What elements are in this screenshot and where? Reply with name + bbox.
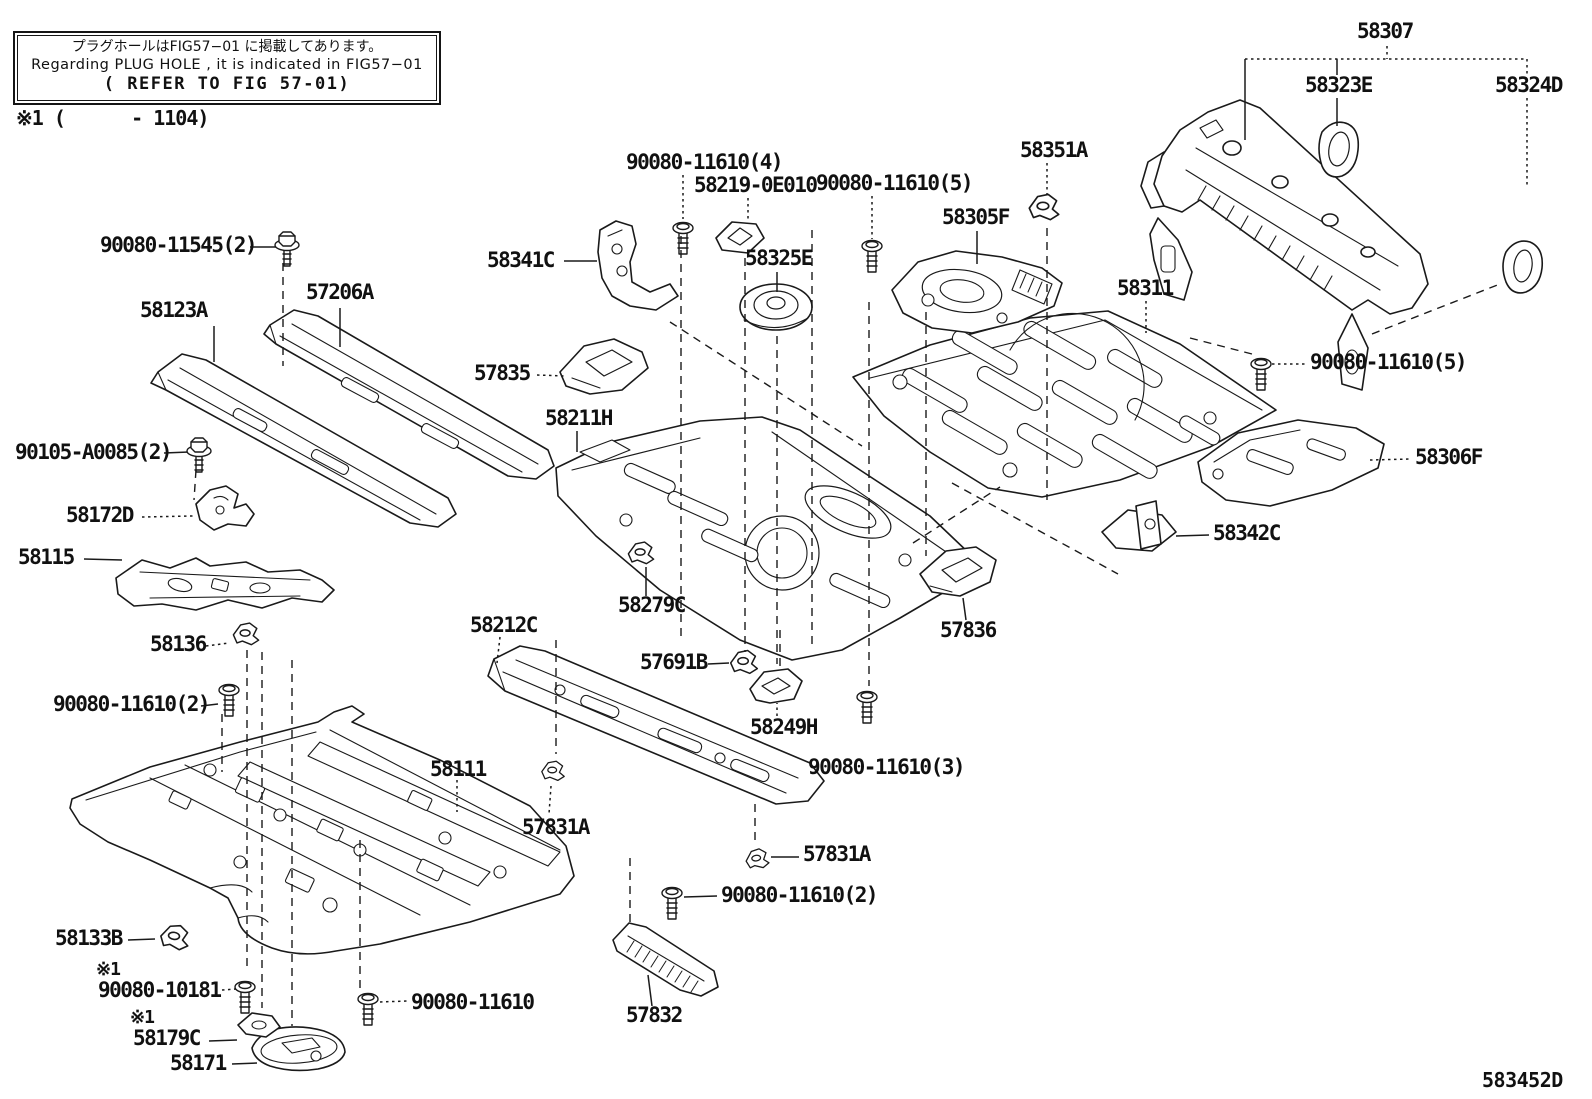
- bolt-icon: [661, 886, 683, 920]
- part-drawing-58172D-bracket: [195, 485, 255, 531]
- part-label-note1a[interactable]: ※1: [96, 959, 121, 980]
- part-label-58219-0E010[interactable]: 58219-0E010: [694, 173, 818, 197]
- part-label-58133B[interactable]: 58133B: [55, 926, 123, 950]
- bolt-icon: [1250, 357, 1272, 391]
- note-line-refer: ( REFER TO FIG 57-01): [103, 74, 351, 94]
- part-label-90080-11610-4[interactable]: 90080-11610(4): [626, 150, 784, 174]
- part-label-58306F[interactable]: 58306F: [1415, 445, 1483, 469]
- bolt-icon: [672, 221, 694, 255]
- part-label-90080-11610-3[interactable]: 90080-11610(3): [808, 755, 966, 779]
- note-line-english: Regarding PLUG HOLE , it is indicated in…: [31, 57, 423, 73]
- part-drawing-58324D-gasket: [1502, 240, 1544, 294]
- part-label-58211H[interactable]: 58211H: [545, 406, 613, 430]
- part-drawing-58325E-plug: [739, 283, 813, 331]
- callout-leader-lines: [83, 59, 1338, 1065]
- part-drawing-58341C-bracket: [597, 220, 679, 311]
- bolt-icon: [186, 437, 212, 473]
- part-drawing-57832-reinforcement: [612, 922, 719, 997]
- part-label-90080-11610-5a[interactable]: 90080-11610(5): [816, 171, 974, 195]
- part-label-58323E[interactable]: 58323E: [1305, 73, 1373, 97]
- figure-code: 583452D: [1482, 1068, 1563, 1092]
- part-drawing-58123A-crossmember: [150, 353, 457, 528]
- part-label-58342C[interactable]: 58342C: [1213, 521, 1281, 545]
- part-label-90105-A0085[interactable]: 90105-A0085(2): [15, 440, 173, 464]
- part-label-58324D[interactable]: 58324D: [1495, 73, 1563, 97]
- part-drawing-58311-rear-floor-pan: [852, 310, 1277, 498]
- part-drawing-58111-front-floor-pan: [69, 705, 575, 955]
- part-drawing-57836-bracket: [919, 546, 997, 597]
- part-label-58136[interactable]: 58136: [150, 632, 207, 656]
- plug-hole-note-box: プラグホールはFIG57−01 に掲載してあります。 Regarding PLU…: [13, 31, 441, 105]
- part-label-58111[interactable]: 58111: [430, 757, 487, 781]
- part-drawing-58323E-gasket: [1318, 121, 1360, 178]
- part-label-58212C[interactable]: 58212C: [470, 613, 538, 637]
- part-label-90080-11610-2a[interactable]: 90080-11610(2): [53, 692, 211, 716]
- callout-dotted-leaders: [141, 46, 1528, 1003]
- part-label-57832[interactable]: 57832: [626, 1003, 683, 1027]
- part-label-90080-11610-5b[interactable]: 90080-11610(5): [1310, 350, 1468, 374]
- part-label-58341C[interactable]: 58341C: [487, 248, 555, 272]
- bolt-icon: [218, 683, 240, 717]
- part-drawing-58211H-center-floor-pan: [555, 416, 973, 661]
- part-label-57831A-2[interactable]: 57831A: [803, 842, 871, 866]
- part-drawing-57831A-clip-2: [744, 847, 771, 871]
- part-label-58325E[interactable]: 58325E: [745, 246, 813, 270]
- note-line-japanese: プラグホールはFIG57−01 に掲載してあります。: [71, 39, 383, 55]
- part-drawing-58115-member: [115, 557, 335, 611]
- part-drawing-57835-bracket: [559, 338, 649, 395]
- part-drawing-58351A-clip: [1028, 193, 1060, 221]
- bolt-icon: [856, 690, 878, 724]
- part-label-57831A-1[interactable]: 57831A: [522, 815, 590, 839]
- part-drawing-58306F-bracket: [1197, 419, 1385, 507]
- applicability-footnote: ※1 ( - 1104): [16, 106, 209, 130]
- part-label-58123A[interactable]: 58123A: [140, 298, 208, 322]
- part-label-57835[interactable]: 57835: [474, 361, 531, 385]
- part-drawing-58249H-clip: [749, 668, 803, 704]
- part-drawing-57691B-clip: [729, 649, 759, 675]
- part-drawing-58307-rear-body-panel: [1140, 99, 1429, 391]
- part-drawing-58136-clip: [232, 622, 260, 646]
- part-label-58172D[interactable]: 58172D: [66, 503, 134, 527]
- plug-hole-note-inner: プラグホールはFIG57−01 に掲載してあります。 Regarding PLU…: [17, 35, 437, 101]
- part-label-90080-11610-2b[interactable]: 90080-11610(2): [721, 883, 879, 907]
- bolt-icon: [274, 231, 300, 267]
- bolt-icon: [861, 239, 883, 273]
- part-label-58305F[interactable]: 58305F: [942, 205, 1010, 229]
- part-drawing-57206A-crossmember: [263, 309, 555, 480]
- part-drawing-57831A-clip-1: [541, 760, 565, 782]
- part-label-57206A[interactable]: 57206A: [306, 280, 374, 304]
- part-label-note1b[interactable]: ※1: [130, 1007, 155, 1028]
- part-drawing-58342C-bracket: [1101, 500, 1177, 552]
- part-drawing-58219-grommet: [715, 221, 765, 254]
- part-drawing-58133B-bracket: [158, 922, 192, 952]
- bolt-icon: [234, 980, 256, 1014]
- part-label-57691B[interactable]: 57691B: [640, 650, 708, 674]
- part-label-57836[interactable]: 57836: [940, 618, 997, 642]
- bolt-icon: [357, 992, 379, 1026]
- alignment-dashed-lines: [193, 228, 1501, 1026]
- part-label-58249H[interactable]: 58249H: [750, 715, 818, 739]
- part-label-90080-11610-0[interactable]: 90080-11610: [411, 990, 535, 1014]
- part-drawing-58305F-bracket: [891, 250, 1063, 334]
- part-label-58311[interactable]: 58311: [1117, 276, 1174, 300]
- part-label-58307[interactable]: 58307: [1357, 19, 1414, 43]
- part-label-58115[interactable]: 58115: [18, 545, 75, 569]
- part-label-58171[interactable]: 58171: [170, 1051, 227, 1075]
- part-drawing-58179C-clip: [237, 1012, 281, 1038]
- part-label-58179C[interactable]: 58179C: [133, 1026, 201, 1050]
- part-label-58351A[interactable]: 58351A: [1020, 138, 1088, 162]
- part-drawing-58171-plate: [251, 1026, 346, 1072]
- part-label-90080-10181[interactable]: 90080-10181: [98, 978, 222, 1002]
- part-drawing-58212C-rail: [487, 645, 825, 805]
- part-label-90080-11545[interactable]: 90080-11545(2): [100, 233, 258, 257]
- part-label-58279C[interactable]: 58279C: [618, 593, 686, 617]
